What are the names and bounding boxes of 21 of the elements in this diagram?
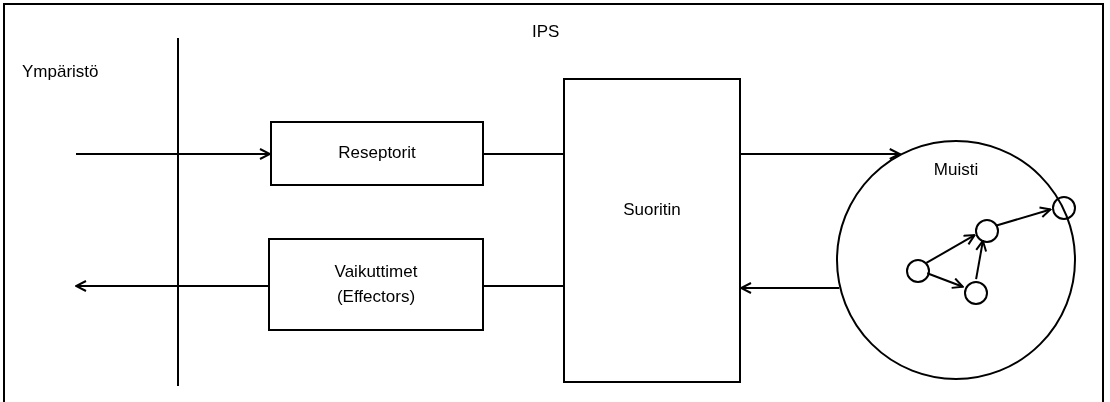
arrow [740, 148, 901, 160]
memory-circle [836, 140, 1076, 380]
arrow [75, 280, 269, 292]
node-label: Reseptorit [338, 142, 416, 165]
arrow [995, 206, 1052, 227]
arrow [925, 234, 976, 264]
process-box [563, 78, 741, 383]
small-circle-node [1052, 196, 1076, 220]
arrow [75, 148, 271, 160]
process-box [268, 238, 484, 331]
text-label: IPS [532, 22, 560, 42]
process-box [270, 121, 484, 186]
node-label: Suoritin [623, 199, 681, 221]
small-circle-node [906, 259, 930, 283]
arrow [975, 239, 988, 281]
small-circle-node [975, 219, 999, 243]
small-circle-node [964, 281, 988, 305]
node-label: Vaikuttimet (Effectors) [333, 260, 419, 308]
text-label: Ympäristö [22, 62, 99, 82]
arrow [740, 282, 841, 294]
node-label: Muisti [933, 159, 979, 181]
